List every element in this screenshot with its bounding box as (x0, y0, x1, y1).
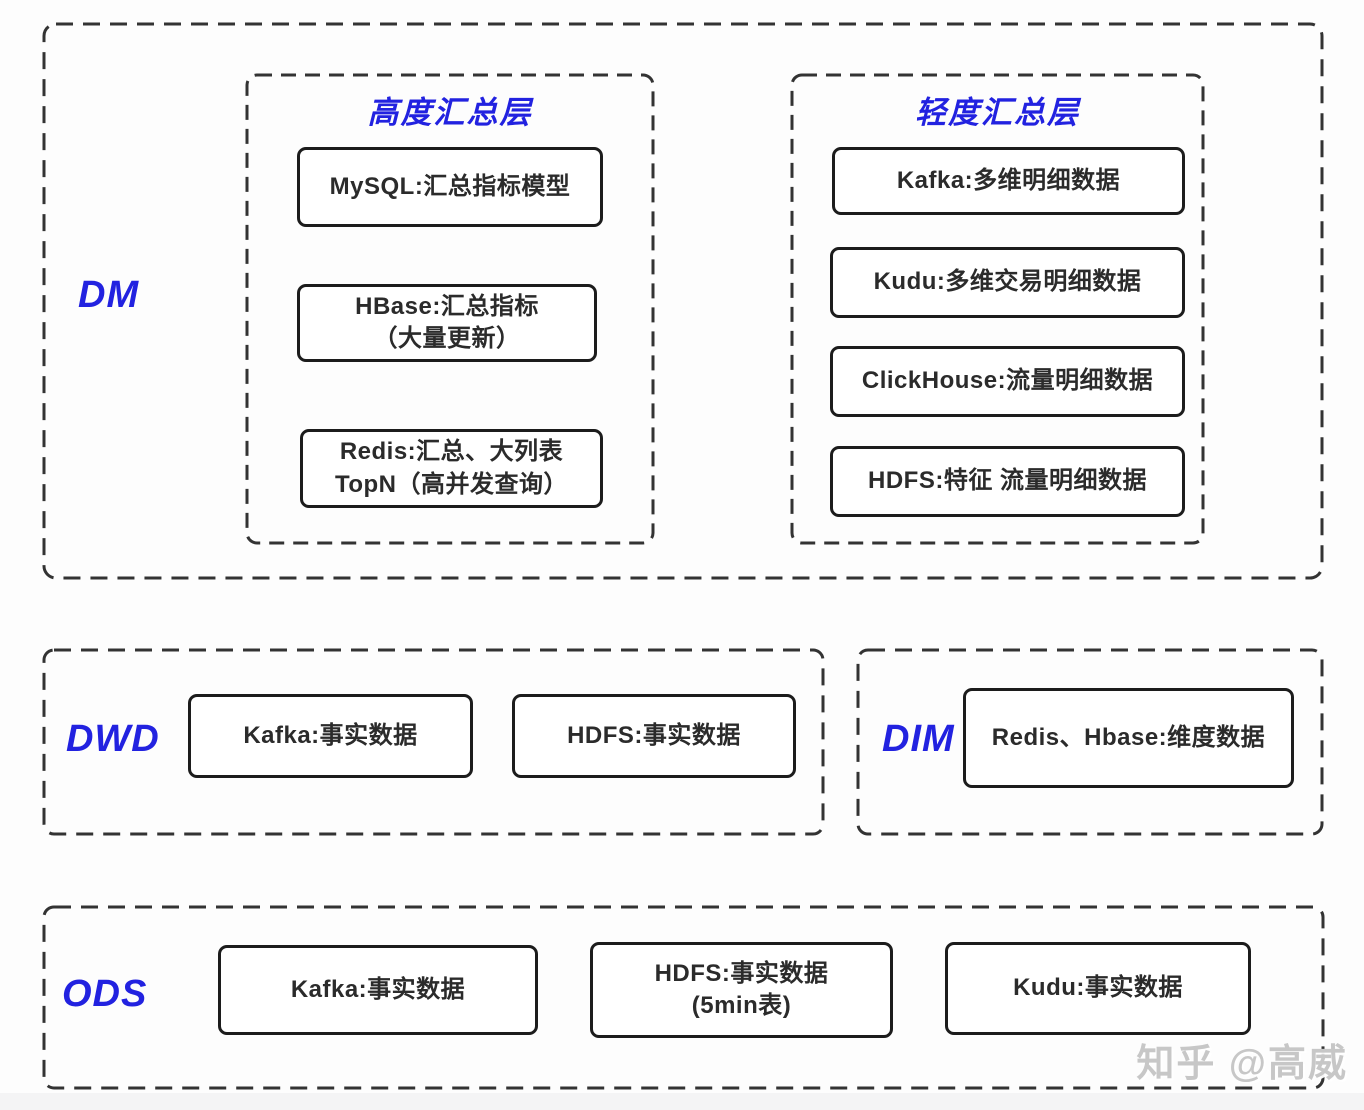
high-summary-title: 高度汇总层 (367, 95, 533, 130)
box-text: Kafka:多维明细数据 (896, 166, 1121, 194)
kafka-detail-box: Kafka:多维明细数据 (832, 147, 1185, 215)
box-text: HDFS:特征 流量明细数据 (868, 467, 1147, 495)
dwd-kafka-box: Kafka:事实数据 (188, 694, 473, 778)
light-summary-title: 轻度汇总层 (915, 95, 1080, 130)
box-text: Redis、Hbase:维度数据 (991, 723, 1266, 751)
ods-layer-container: ODS Kafka:事实数据 HDFS:事实数据 (5min表) Kudu:事实… (42, 905, 1325, 1090)
ods-kudu-box: Kudu:事实数据 (945, 942, 1251, 1035)
dim-redis-hbase-box: Redis、Hbase:维度数据 (963, 688, 1294, 788)
box-text: （大量更新） (373, 325, 521, 352)
watermark: 知乎 @高威 (1136, 1043, 1348, 1085)
hbase-summary-box: HBase:汇总指标 （大量更新） (297, 284, 597, 362)
box-text: (5min表) (691, 992, 792, 1019)
dwd-hdfs-box: HDFS:事实数据 (512, 694, 796, 778)
box-text: Kafka:事实数据 (243, 721, 418, 749)
kudu-detail-box: Kudu:多维交易明细数据 (830, 247, 1185, 318)
dwd-layer-label: DWD (66, 718, 160, 760)
dm-layer-container: DM 高度汇总层 MySQL:汇总指标模型 HBase:汇总指标 （大量更新） … (42, 22, 1324, 580)
dim-layer-container: DIM Redis、Hbase:维度数据 (856, 648, 1324, 836)
box-text: TopN（高并发查询） (334, 470, 569, 498)
box-text: Kudu:多维交易明细数据 (873, 268, 1142, 296)
mysql-summary-box: MySQL:汇总指标模型 (297, 147, 603, 227)
box-text: Redis:汇总、大列表 (339, 438, 564, 466)
ods-layer-label: ODS (62, 973, 148, 1015)
redis-summary-box: Redis:汇总、大列表 TopN（高并发查询） (300, 429, 603, 508)
high-summary-group: 高度汇总层 MySQL:汇总指标模型 HBase:汇总指标 （大量更新） Red… (245, 73, 655, 545)
box-text: HDFS:事实数据 (567, 721, 741, 749)
bottom-strip (0, 1093, 1364, 1110)
box-text: Kudu:事实数据 (1013, 974, 1183, 1002)
clickhouse-detail-box: ClickHouse:流量明细数据 (830, 346, 1185, 417)
box-text: Kafka:事实数据 (290, 975, 466, 1003)
box-text: HDFS:事实数据 (654, 959, 829, 987)
box-text: HBase:汇总指标 (355, 292, 539, 320)
dm-layer-label: DM (78, 274, 140, 316)
light-summary-group: 轻度汇总层 Kafka:多维明细数据 Kudu:多维交易明细数据 ClickHo… (790, 73, 1205, 545)
box-text: ClickHouse:流量明细数据 (861, 367, 1154, 395)
box-text: MySQL:汇总指标模型 (329, 172, 571, 200)
ods-kafka-box: Kafka:事实数据 (218, 945, 538, 1035)
dwd-layer-container: DWD Kafka:事实数据 HDFS:事实数据 (42, 648, 825, 836)
hdfs-detail-box: HDFS:特征 流量明细数据 (830, 446, 1185, 517)
ods-hdfs-box: HDFS:事实数据 (5min表) (590, 942, 893, 1038)
dim-layer-label: DIM (882, 718, 955, 760)
